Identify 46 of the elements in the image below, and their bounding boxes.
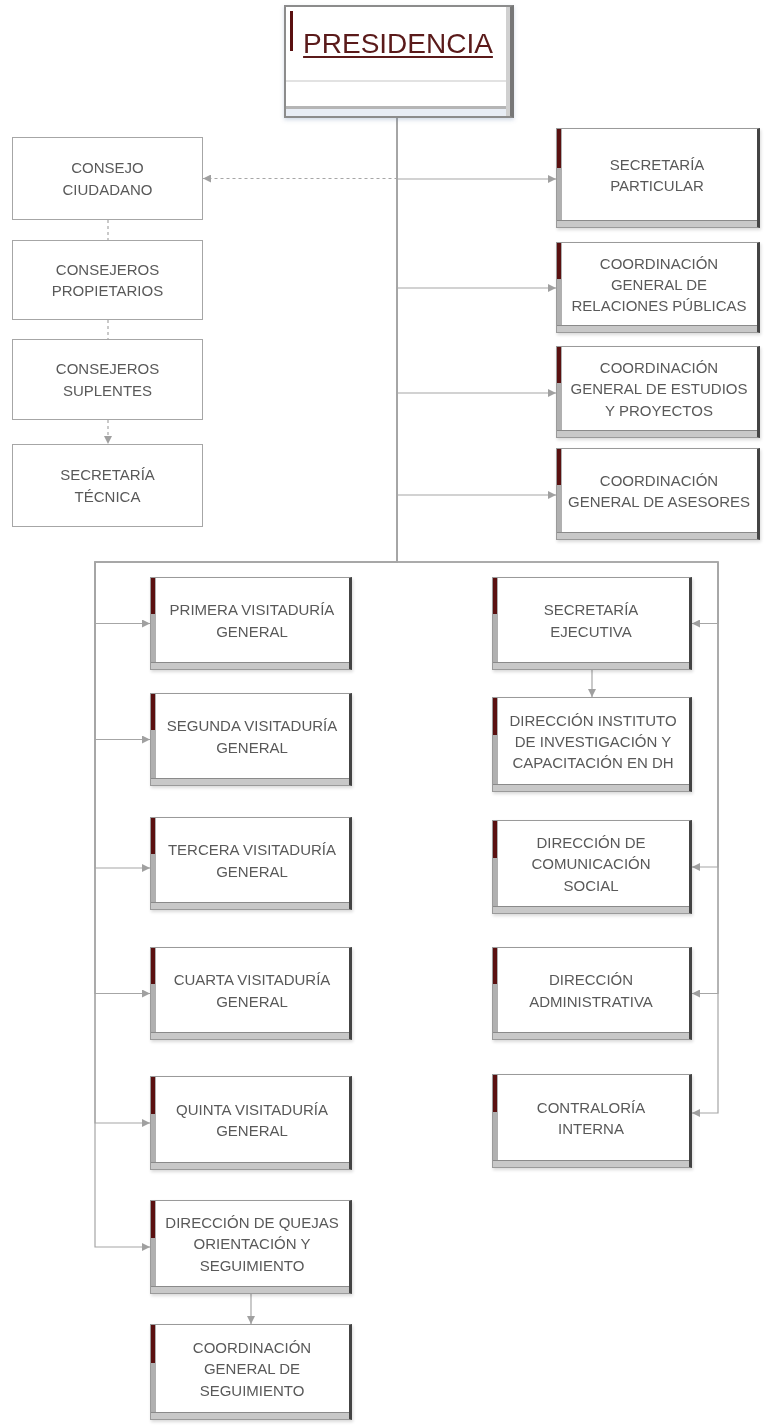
unit-name: DIRECCIÓN INSTITUTO DE INVESTIGACIÓN Y CAPACITACIÓN EN DH xyxy=(508,710,678,774)
unit-box xyxy=(492,820,692,914)
unit-box xyxy=(492,697,692,792)
unit-box xyxy=(492,577,692,670)
unit-name: COORDINACIÓN GENERAL DE ASESORES xyxy=(567,470,751,512)
unit-box xyxy=(556,448,760,540)
dashed-connector xyxy=(107,219,109,241)
unit-box xyxy=(150,1076,352,1170)
unit-box xyxy=(150,1324,352,1420)
unit-box xyxy=(492,947,692,1040)
unit-name: DIRECCIÓN DE QUEJAS ORIENTACIÓN Y SEGUIMIENTO xyxy=(164,1213,340,1276)
unit-name: DIRECCIÓN DE COMUNICACIÓN SOCIAL xyxy=(530,833,652,896)
unit-name: SECRETARÍA EJECUTIVA xyxy=(542,600,640,642)
unit-box xyxy=(150,817,352,910)
council-box xyxy=(12,444,203,527)
unit-box xyxy=(556,242,760,333)
unit-name: COORDINACIÓN GENERAL DE ESTUDIOS Y PROYECTOS xyxy=(569,358,749,421)
council-box xyxy=(12,137,203,220)
unit-name: COORDINACIÓN GENERAL DE SEGUIMIENTO xyxy=(191,1338,313,1401)
unit-name: CONSEJEROS PROPIETARIOS xyxy=(50,259,165,301)
unit-name: QUINTA VISITADURÍA GENERAL xyxy=(175,1099,329,1141)
council-box xyxy=(12,339,203,420)
unit-name: CONSEJO CIUDADANO xyxy=(61,158,154,200)
council-box xyxy=(12,240,203,320)
unit-box xyxy=(150,577,352,670)
unit-box xyxy=(556,346,760,438)
unit-name: SEGUNDA VISITADURÍA GENERAL xyxy=(165,716,339,758)
unit-name: CUARTA VISITADURÍA GENERAL xyxy=(172,970,332,1012)
unit-name: SECRETARÍA TÉCNICA xyxy=(59,465,156,507)
title-box xyxy=(284,5,514,118)
unit-name: TERCERA VISITADURÍA GENERAL xyxy=(166,840,338,882)
unit-name: SECRETARÍA PARTICULAR xyxy=(608,154,706,196)
unit-name: DIRECCIÓN ADMINISTRATIVA xyxy=(528,970,654,1012)
connector xyxy=(247,1293,255,1325)
title-text: PRESIDENCIA xyxy=(303,27,493,61)
unit-name: CONSEJEROS SUPLENTES xyxy=(54,359,161,401)
unit-box xyxy=(150,947,352,1040)
connector xyxy=(588,669,596,698)
unit-name: COORDINACIÓN GENERAL DE RELACIONES PÚBLICAS xyxy=(570,253,748,317)
unit-box xyxy=(556,128,760,228)
unit-name: PRIMERA VISITADURÍA GENERAL xyxy=(168,600,336,642)
unit-box xyxy=(492,1074,692,1168)
unit-name: CONTRALORÍA INTERNA xyxy=(535,1097,647,1139)
unit-box xyxy=(150,693,352,786)
dashed-connector xyxy=(104,419,112,445)
unit-box xyxy=(150,1200,352,1294)
